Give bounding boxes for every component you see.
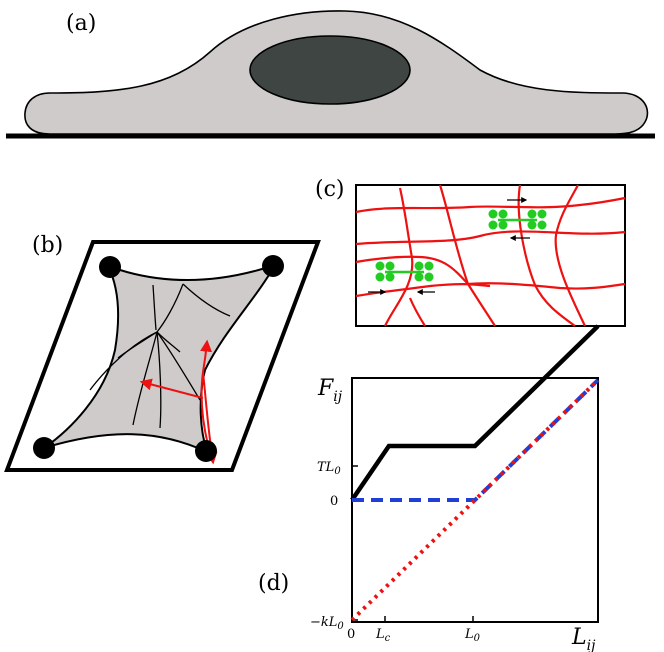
- stress-fibers: [89, 283, 231, 429]
- passive-force-line: [352, 378, 600, 502]
- actin-filament: [554, 184, 586, 327]
- actin-filament: [355, 230, 626, 246]
- x-tick-L0: L0: [464, 627, 481, 644]
- panel-a-label: (a): [66, 11, 96, 36]
- adhesion-bottom-right: [195, 440, 217, 462]
- actin-filament: [355, 283, 491, 298]
- myosin-motor-top: [488, 197, 547, 241]
- panel-c: (c): [315, 177, 626, 327]
- y-tick-minus-kL0: −kL0: [310, 615, 344, 632]
- x-tick-zero: 0: [347, 627, 355, 642]
- x-axis-label: Lij: [571, 625, 596, 652]
- focal-adhesions: [33, 255, 284, 462]
- panel-c-label: (c): [315, 177, 345, 202]
- adhesion-bottom-left: [33, 437, 55, 459]
- y-tick-TL0: TL0: [317, 460, 341, 477]
- actin-filament: [438, 184, 496, 327]
- y-tick-zero: 0: [330, 494, 338, 509]
- adhesion-top-left: [99, 256, 121, 278]
- actin-network: [355, 184, 626, 327]
- myosin-motor-bottom: [368, 261, 435, 295]
- elastic-force-line: [350, 378, 600, 622]
- adhesion-top-right: [262, 255, 284, 277]
- panel-a: (a): [6, 10, 655, 139]
- actin-filament: [517, 184, 576, 327]
- x-ticks: [384, 616, 474, 622]
- panel-d: (d) Fij Lij TL0 0 −kL0 0 Lc L0: [258, 324, 600, 652]
- actin-filament: [408, 297, 426, 327]
- panel-b: (b): [4, 233, 321, 472]
- arrow-inward: [139, 378, 204, 399]
- actin-filament: [384, 187, 414, 327]
- total-force-line: [350, 324, 600, 502]
- substrate-frame: [4, 240, 321, 472]
- actin-filament: [355, 196, 626, 214]
- nucleus: [249, 35, 411, 105]
- panel-b-label: (b): [32, 233, 63, 258]
- panel-d-label: (d): [258, 571, 289, 596]
- y-axis-label: Fij: [317, 376, 343, 405]
- x-tick-Lc: Lc: [375, 627, 391, 644]
- series-layer: [350, 324, 600, 622]
